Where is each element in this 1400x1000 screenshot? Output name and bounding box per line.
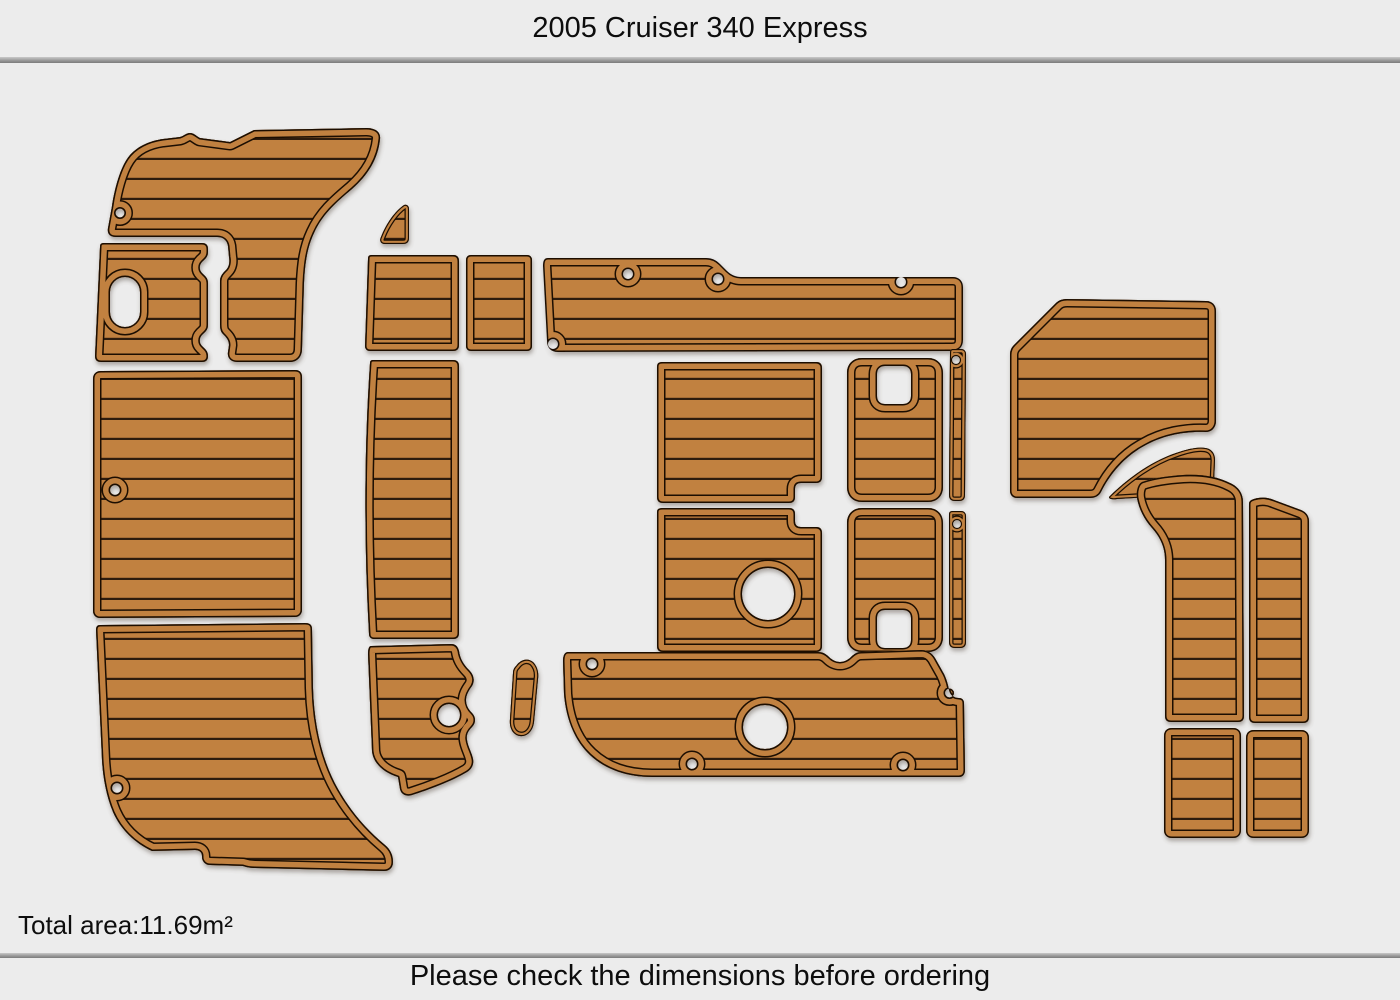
side-sill-strip-upper — [949, 349, 966, 501]
gunwale-strip-pad — [365, 360, 459, 639]
side-panel-pad-right — [1249, 497, 1309, 723]
engine-hatch-pad-upper — [847, 358, 943, 502]
swim-platform-pad — [563, 650, 965, 777]
engine-hatch-pad-lower — [847, 508, 943, 652]
side-panel-pad-left — [1136, 474, 1244, 722]
side-sill-strip-lower — [949, 511, 966, 648]
foredeck-pad-upper — [93, 370, 302, 618]
cockpit-floor-pad-upper — [657, 362, 822, 503]
side-step-pad-right — [466, 255, 532, 351]
total-area-label: Total area:11.69m² — [18, 910, 233, 940]
foredeck-pad-lower — [96, 623, 393, 871]
deck-pads-group — [93, 128, 1309, 871]
dimensions-notice: Please check the dimensions before order… — [409, 960, 991, 992]
cockpit-floor-pad-lower — [657, 508, 822, 652]
top-divider — [0, 57, 1400, 63]
step-fin-pad — [380, 204, 409, 244]
cockpit-top-strip-pad — [543, 258, 963, 352]
side-step-pad-left — [365, 255, 459, 351]
sliver-pad — [509, 659, 539, 737]
anchor-locker-pad — [95, 243, 208, 362]
page-title: 2005 Cruiser 340 Express — [532, 12, 868, 44]
step-pad-left — [1164, 728, 1241, 838]
bottom-divider — [0, 953, 1400, 958]
step-pad-right — [1246, 730, 1309, 838]
helm-step-pad — [368, 644, 475, 796]
